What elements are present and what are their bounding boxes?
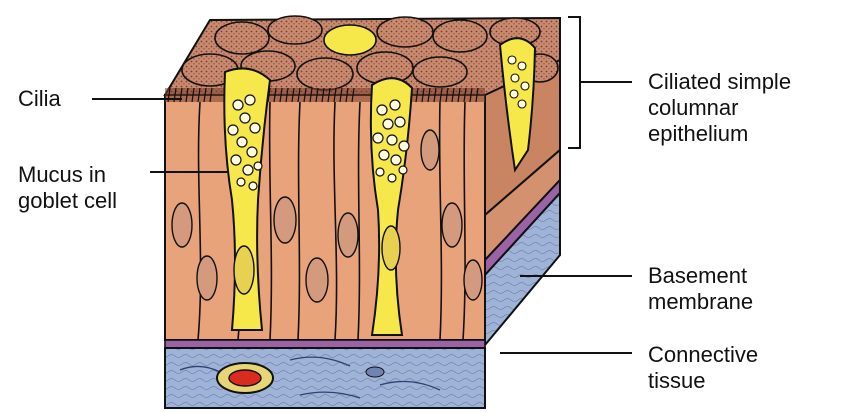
blood-vessel bbox=[217, 363, 273, 393]
label-cilia-line: Cilia bbox=[18, 86, 61, 112]
label-basement: Basement membrane bbox=[648, 263, 753, 315]
connective-tissue-layer bbox=[165, 348, 485, 408]
label-epithelium-line-2: columnar bbox=[648, 95, 791, 121]
basement-membrane-layer bbox=[165, 340, 485, 348]
label-epithelium-line-1: Ciliated simple bbox=[648, 69, 791, 95]
label-epithelium: Ciliated simple columnar epithelium bbox=[648, 69, 791, 147]
label-cilia: Cilia bbox=[18, 86, 61, 112]
epithelium-front-face bbox=[165, 88, 485, 340]
label-mucus-line-2: goblet cell bbox=[18, 188, 117, 214]
label-connective-line-2: tissue bbox=[648, 368, 758, 394]
label-epithelium-line-3: epithelium bbox=[648, 121, 791, 147]
label-basement-line-1: Basement bbox=[648, 263, 753, 289]
label-connective: Connective tissue bbox=[648, 342, 758, 394]
label-mucus: Mucus in goblet cell bbox=[18, 162, 117, 214]
epithelium-bracket bbox=[568, 17, 580, 148]
label-mucus-line-1: Mucus in bbox=[18, 162, 117, 188]
label-basement-line-2: membrane bbox=[648, 289, 753, 315]
label-connective-line-1: Connective bbox=[648, 342, 758, 368]
